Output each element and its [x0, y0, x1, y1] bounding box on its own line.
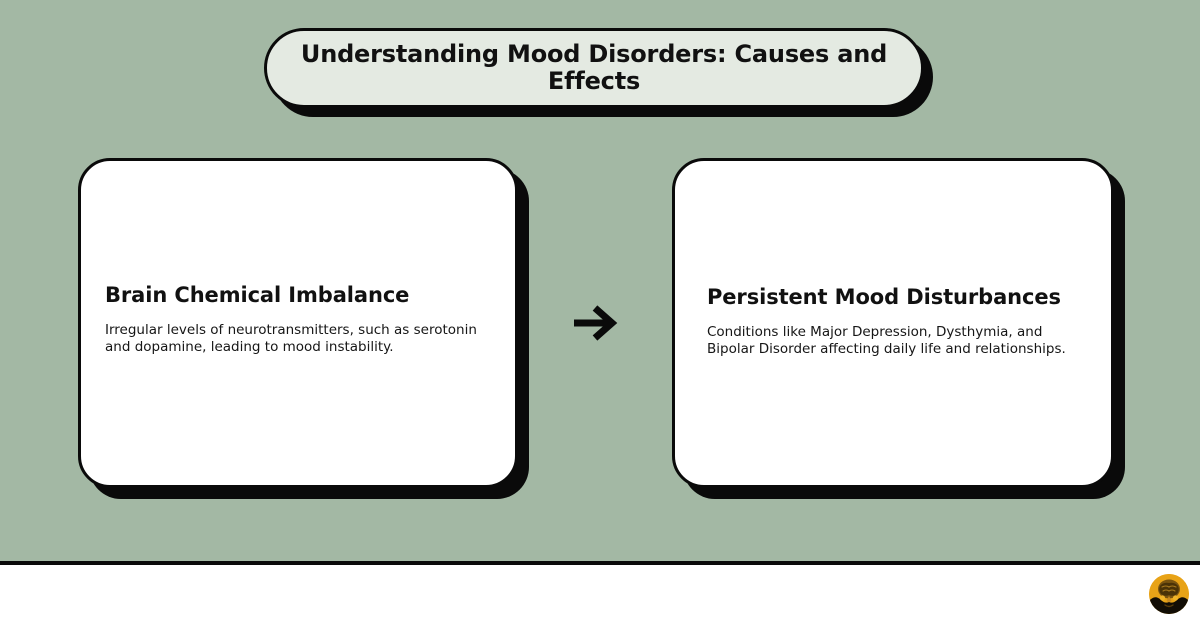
- page-title: Understanding Mood Disorders: Causes and…: [300, 40, 888, 95]
- footer-bar: [0, 565, 1200, 630]
- brain-circle-logo-icon: [1149, 574, 1189, 614]
- footer-divider: [0, 561, 1200, 565]
- title-banner: Understanding Mood Disorders: Causes and…: [264, 28, 924, 108]
- flow-card-cause-heading: Brain Chemical Imbalance: [105, 282, 410, 307]
- flow-card-effect-body: Conditions like Major Depression, Dysthy…: [707, 323, 1066, 357]
- flow-card-effect-heading: Persistent Mood Disturbances: [707, 284, 1061, 309]
- flow-card-cause-content: Brain Chemical Imbalance Irregular level…: [105, 283, 491, 356]
- flow-card-cause: Brain Chemical Imbalance Irregular level…: [78, 158, 518, 488]
- flow-card-effect-content: Persistent Mood Disturbances Conditions …: [705, 285, 1081, 358]
- flow-card-cause-body: Irregular levels of neurotransmitters, s…: [105, 321, 477, 355]
- arrow-right-icon: [567, 298, 629, 348]
- flow-card-effect: Persistent Mood Disturbances Conditions …: [672, 158, 1114, 488]
